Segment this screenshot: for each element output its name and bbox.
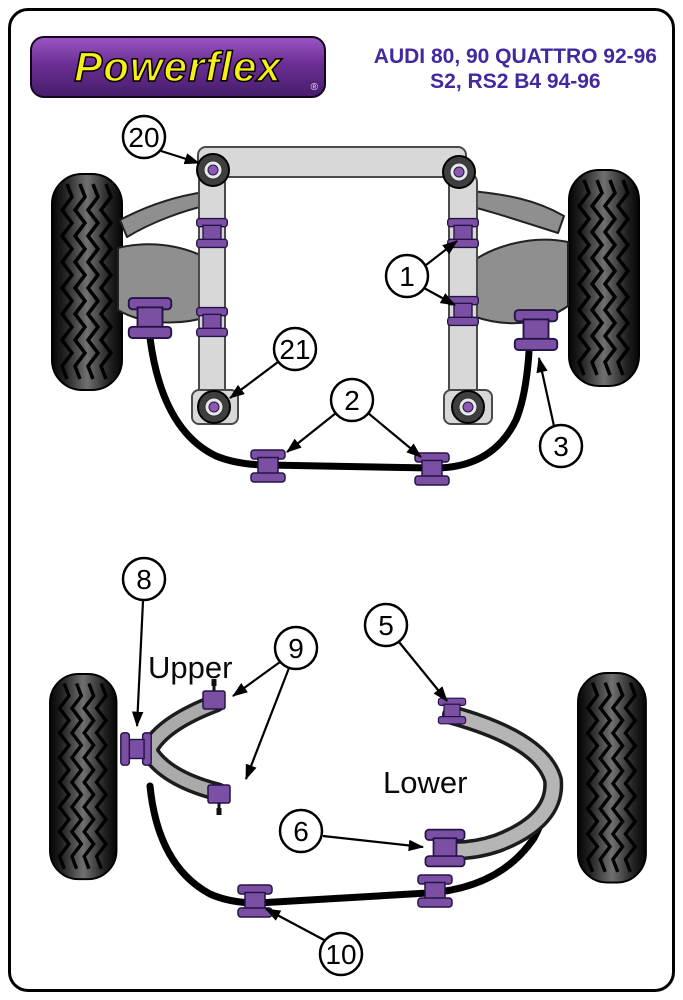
model-title: AUDI 80, 90 QUATTRO 92-96 S2, RS2 B4 94-…: [374, 44, 657, 94]
callout-5: 5: [363, 602, 409, 648]
subframe-right-rail: [448, 173, 478, 413]
callout-2-arrow-left: [286, 412, 337, 453]
callout-10-arrow: [265, 908, 327, 942]
callout-6: 6: [278, 808, 324, 854]
rear-upper-arm-rear-bushing: [207, 784, 231, 816]
callout-9: 9: [273, 625, 319, 671]
subframe-left-rail: [198, 171, 226, 413]
title-line-1: AUDI 80, 90 QUATTRO 92-96: [373, 45, 657, 68]
callout-6-number: 6: [293, 816, 309, 847]
callout-20-arrow: [160, 149, 201, 165]
callout-9-number: 9: [288, 633, 304, 664]
callout-10: 10: [318, 931, 364, 977]
callout-20: 20: [121, 114, 167, 160]
callout-1-arrow-upper: [425, 240, 458, 266]
upper-arm-label: Upper: [148, 650, 232, 685]
lower-arm-label: Lower: [383, 765, 467, 800]
callout-5-arrow: [398, 641, 448, 702]
callout-1: 1: [384, 253, 430, 299]
front-suspension-diagram: 20 1 21 2 3: [52, 114, 639, 486]
title-line-2: S2, RS2 B4 94-96: [430, 70, 601, 94]
callout-8: 8: [121, 556, 167, 602]
callout-3: 3: [538, 423, 584, 469]
rear-suspension-diagram: Upper Lower 8 9 5: [50, 556, 646, 977]
callout-2: 2: [329, 377, 375, 423]
subframe-mount-top-left: [196, 153, 230, 187]
callout-9-arrow-upper: [232, 661, 281, 697]
brand-text: Powerflex: [74, 43, 282, 90]
callout-20-number: 20: [128, 122, 159, 153]
subframe-mount-bottom-left: [197, 390, 231, 424]
callout-21-arrow: [229, 361, 279, 399]
callout-2-arrow-right: [367, 412, 422, 458]
registered-mark: ®: [310, 82, 318, 93]
callout-21: 21: [272, 326, 318, 372]
callout-1-number: 1: [399, 261, 415, 292]
tire-rear-right: [578, 673, 646, 883]
callout-5-number: 5: [378, 610, 394, 641]
callout-6-arrow: [322, 834, 425, 852]
callout-21-number: 21: [279, 334, 310, 365]
subframe-top-beam: [197, 146, 467, 178]
callout-3-number: 3: [553, 431, 569, 462]
subframe-mount-top-right: [442, 155, 476, 189]
callout-8-number: 8: [136, 564, 152, 595]
rear-lower-arm: [439, 708, 560, 857]
callout-1-arrow-lower: [423, 287, 456, 306]
tire-front-left: [52, 174, 122, 390]
rear-upper-arm-inner-bushing: [120, 732, 152, 766]
callout-8-arrow: [131, 600, 145, 728]
callout-10-number: 10: [325, 939, 356, 970]
front-left-upper-link: [119, 191, 209, 238]
subframe-mount-bottom-right: [451, 390, 485, 424]
callout-3-arrow: [536, 356, 556, 427]
front-right-arm-rear-bushing: [513, 309, 559, 351]
tire-front-right: [569, 170, 639, 386]
callout-9-arrow-lower: [244, 667, 291, 781]
callout-2-number: 2: [344, 385, 360, 416]
tire-rear-left: [50, 674, 117, 879]
powerflex-logo: Powerflex ®: [30, 36, 326, 98]
